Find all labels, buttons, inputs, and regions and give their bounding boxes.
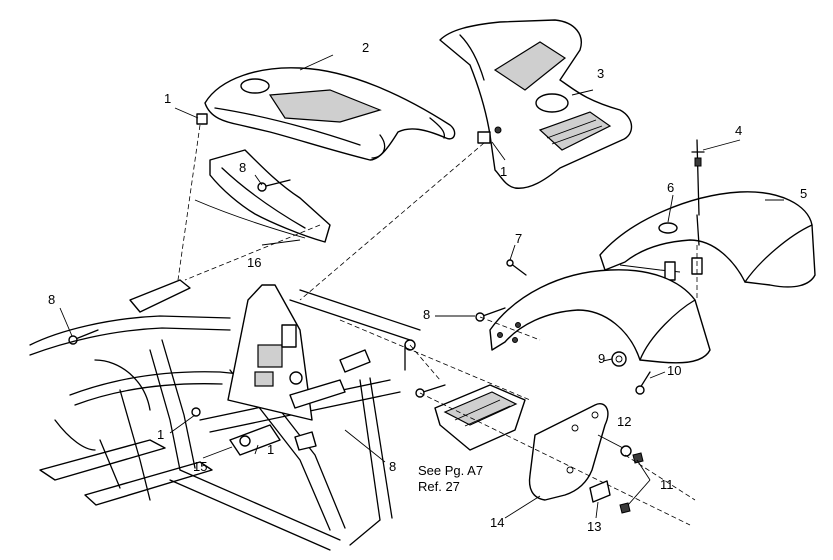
callout-1-frame-left: 1 bbox=[157, 427, 165, 442]
front-fender-part bbox=[489, 269, 711, 364]
callout-8-bottom: 8 bbox=[389, 459, 397, 474]
assembly-lines bbox=[59, 54, 784, 526]
callout-13: 13 bbox=[587, 519, 602, 534]
callout-12: 12 bbox=[617, 414, 632, 429]
front-cowl-part bbox=[194, 67, 456, 243]
callout-3: 3 bbox=[597, 66, 605, 81]
callout-9: 9 bbox=[598, 351, 606, 366]
whip-part bbox=[691, 139, 705, 246]
callout-1-frame-mid: 1 bbox=[267, 442, 275, 457]
callout-8-mid: 8 bbox=[423, 307, 431, 322]
clip-part bbox=[589, 480, 611, 503]
nuts-part bbox=[619, 445, 644, 514]
callout-16: 16 bbox=[247, 255, 262, 270]
reference-note-line-1: See Pg. A7 bbox=[418, 463, 484, 478]
callout-5: 5 bbox=[800, 186, 808, 201]
callout-11: 11 bbox=[660, 477, 674, 492]
plate-bracket-part bbox=[528, 403, 609, 501]
callout-7: 7 bbox=[515, 231, 523, 246]
callout-4: 4 bbox=[735, 123, 743, 138]
callout-2: 2 bbox=[362, 40, 370, 55]
callout-6: 6 bbox=[667, 180, 675, 195]
callout-10: 10 bbox=[667, 363, 682, 378]
chassis-frame bbox=[29, 279, 421, 551]
callout-14: 14 bbox=[490, 515, 505, 530]
callout-1-top-left: 1 bbox=[164, 91, 172, 106]
clip-1-parts bbox=[196, 113, 502, 144]
footrest-part bbox=[434, 384, 526, 451]
reference-note-line-2: Ref. 27 bbox=[418, 479, 460, 494]
callout-15: 15 bbox=[193, 459, 208, 474]
callout-8-top: 8 bbox=[239, 160, 247, 175]
callout-8-left: 8 bbox=[48, 292, 56, 307]
reference-note: See Pg. A7 Ref. 27 bbox=[418, 463, 483, 495]
callout-1-right: 1 bbox=[500, 164, 508, 179]
rear-housing-part bbox=[439, 19, 633, 189]
